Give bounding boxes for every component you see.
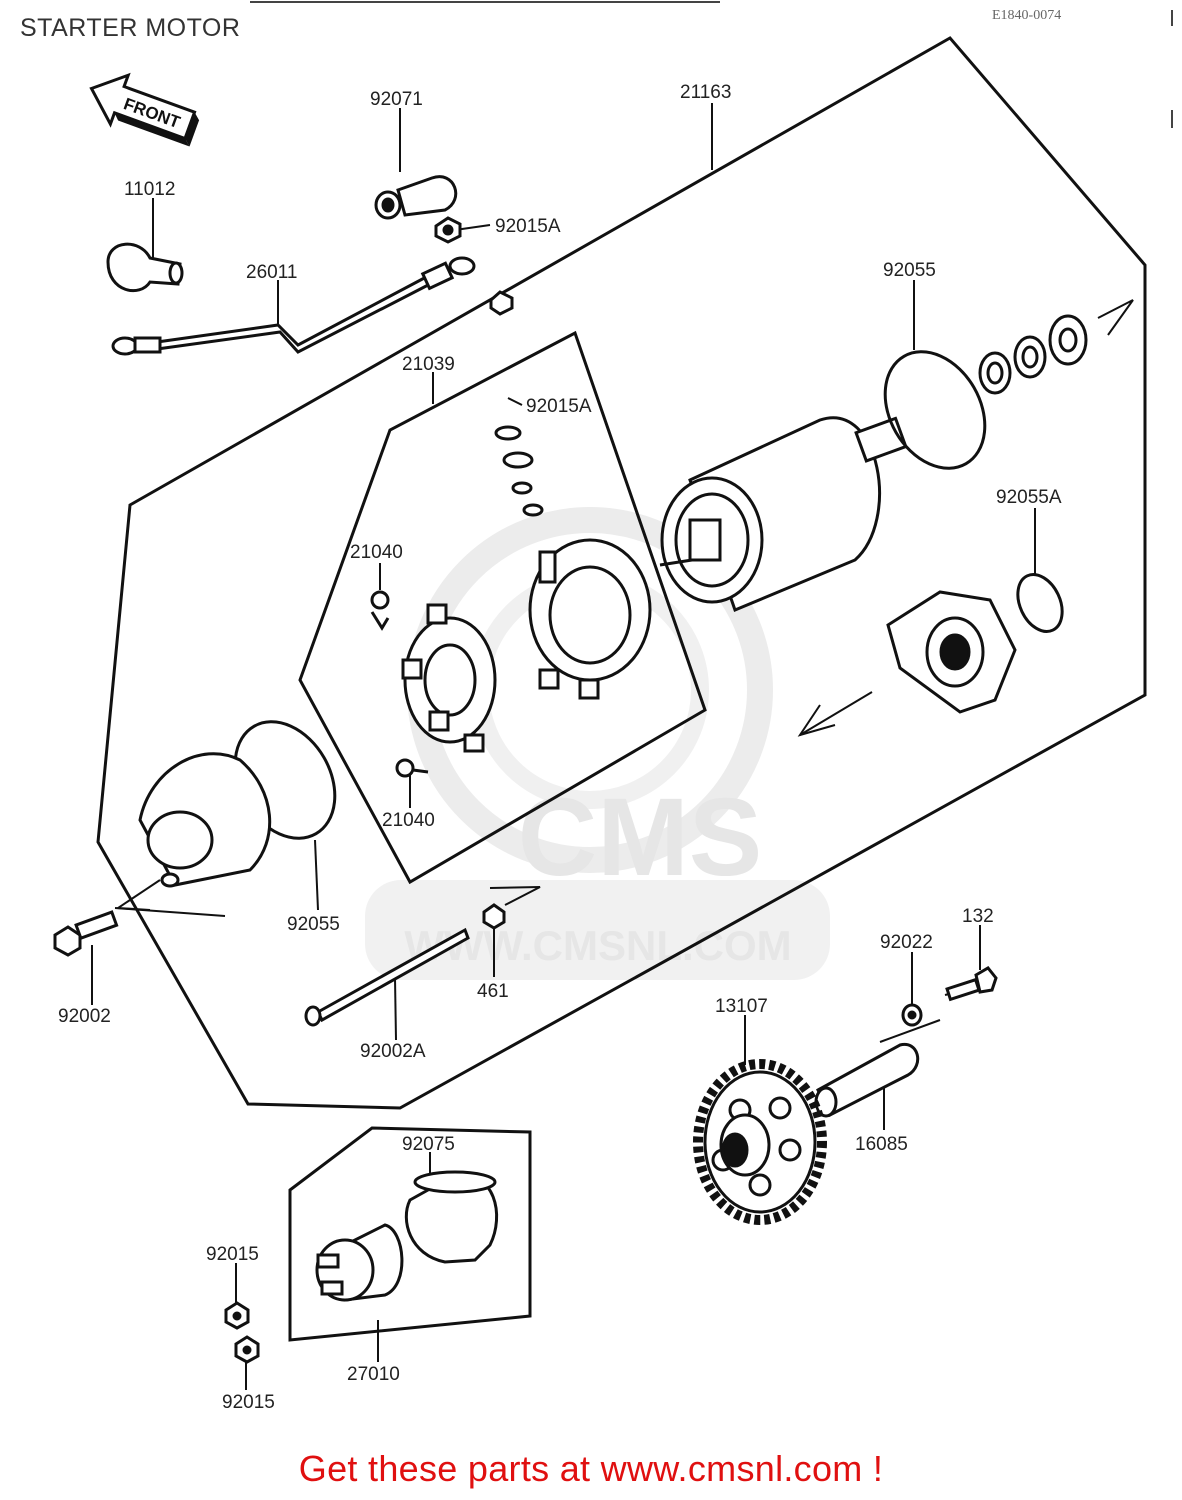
assembly-outline-27010 bbox=[288, 1126, 532, 1342]
part-label[interactable]: 92015A bbox=[526, 396, 592, 417]
part-label[interactable]: 27010 bbox=[347, 1364, 400, 1385]
drawing-code: E1840-0074 bbox=[992, 8, 1062, 23]
part-label[interactable]: 461 bbox=[477, 981, 509, 1002]
part-label[interactable]: 92055A bbox=[996, 487, 1062, 508]
part-92055A-oring bbox=[1016, 573, 1064, 633]
part-label[interactable]: 21040 bbox=[350, 542, 403, 563]
part-label[interactable]: 92002A bbox=[360, 1041, 426, 1062]
part-92055-oring-top bbox=[883, 350, 987, 470]
watermark-logo-text: CMS bbox=[518, 776, 762, 899]
part-92002-bolt bbox=[53, 910, 119, 957]
part-label[interactable]: 21163 bbox=[680, 82, 731, 103]
top-rule bbox=[250, 1, 1173, 128]
part-label[interactable]: 92055 bbox=[287, 914, 340, 935]
part-label[interactable]: 92055 bbox=[883, 260, 936, 281]
part-washer-stack bbox=[489, 290, 544, 517]
part-11012-cap bbox=[106, 242, 184, 293]
assembly-outline-21039 bbox=[298, 330, 707, 885]
part-label[interactable]: 92022 bbox=[880, 932, 933, 953]
part-label[interactable]: 21040 bbox=[382, 810, 435, 831]
part-label[interactable]: 92002 bbox=[58, 1006, 111, 1027]
watermark-url-text: WWW.CMSNL.COM bbox=[404, 922, 791, 969]
part-92015-nuts bbox=[224, 1301, 260, 1364]
part-rear-cover-left bbox=[138, 752, 272, 888]
assembly-outline-21163 bbox=[96, 36, 1147, 1110]
part-92071-cap bbox=[374, 175, 458, 220]
part-brush-plate bbox=[401, 603, 497, 753]
part-27010-solenoid bbox=[315, 1223, 404, 1302]
part-16085-shaft bbox=[814, 1042, 920, 1118]
footer-parts-link[interactable]: Get these parts at www.cmsnl.com ! bbox=[298, 1448, 884, 1489]
part-label[interactable]: 92015A bbox=[495, 216, 561, 237]
page-title: STARTER MOTOR bbox=[20, 14, 241, 42]
part-labels: 11012 92071 21163 92015A 26011 92055 210… bbox=[58, 82, 1062, 1413]
part-26011-cable bbox=[111, 256, 476, 356]
part-washers-right bbox=[978, 314, 1088, 395]
part-label[interactable]: 132 bbox=[962, 906, 994, 927]
part-92022-washer bbox=[901, 1003, 923, 1027]
part-92015A-nut-top bbox=[434, 216, 462, 244]
part-label[interactable]: 92015 bbox=[222, 1392, 275, 1413]
part-label[interactable]: 11012 bbox=[124, 179, 175, 200]
part-92002A-long-bolt bbox=[304, 927, 470, 1027]
leader-lines bbox=[91, 103, 1134, 1390]
part-label[interactable]: 13107 bbox=[715, 996, 768, 1017]
cms-watermark: CMS WWW.CMSNL.COM bbox=[365, 507, 830, 980]
part-label[interactable]: 26011 bbox=[246, 262, 297, 283]
part-21163-motor-yoke bbox=[659, 416, 908, 612]
part-label[interactable]: 16085 bbox=[855, 1134, 908, 1155]
part-132-bolt bbox=[945, 966, 998, 1002]
part-21040-springs bbox=[370, 590, 429, 778]
part-label[interactable]: 92075 bbox=[402, 1134, 455, 1155]
part-label[interactable]: 92015 bbox=[206, 1244, 259, 1265]
part-461-nut bbox=[482, 903, 506, 930]
part-label[interactable]: 21039 bbox=[402, 354, 455, 375]
part-label[interactable]: 92071 bbox=[370, 89, 423, 110]
part-92075-boot bbox=[404, 1170, 499, 1264]
front-arrow-icon: FRONT bbox=[89, 72, 200, 147]
part-brush-holder bbox=[528, 538, 652, 700]
part-13107-gear bbox=[693, 1059, 827, 1225]
part-end-cover-right bbox=[886, 590, 1017, 714]
